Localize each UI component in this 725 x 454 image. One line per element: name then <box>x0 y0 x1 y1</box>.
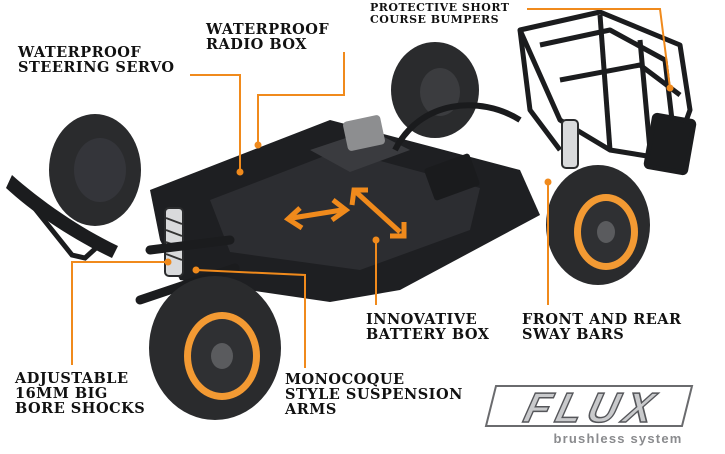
callout-line: BATTERY BOX <box>366 326 490 344</box>
callout-line: WATERPROOF <box>206 21 330 38</box>
front-bumper <box>6 175 118 261</box>
logo-brand: FLUX <box>519 385 664 432</box>
front-right-wheel <box>149 276 281 420</box>
callout-line: MONOCOQUE <box>285 371 405 388</box>
callout-line: ARMS <box>285 401 337 419</box>
callout-steering-servo: WATERPROOF STEERING SERVO <box>18 44 175 77</box>
callout-bumpers: PROTECTIVE SHORT COURSE BUMPERS <box>370 1 510 27</box>
callout-line: STYLE SUSPENSION <box>285 386 463 404</box>
flux-logo: FLUX brushless system <box>484 384 694 446</box>
callout-line: BORE SHOCKS <box>15 400 146 418</box>
logo-tagline: brushless system <box>553 431 682 446</box>
leader-dots <box>164 84 674 274</box>
callout-line: FRONT AND REAR <box>522 311 682 328</box>
callout-line: SWAY BARS <box>522 326 625 344</box>
callout-line: PROTECTIVE SHORT <box>370 1 510 14</box>
rear-left-wheel <box>391 42 479 138</box>
callout-line: WATERPROOF <box>18 44 142 61</box>
callout-suspension-arms: MONOCOQUE STYLE SUSPENSION ARMS <box>285 372 463 418</box>
callout-sway-bars: FRONT AND REAR SWAY BARS <box>522 311 682 344</box>
rear-shock <box>561 119 579 169</box>
callout-line: INNOVATIVE <box>366 311 478 328</box>
callout-battery-box: INNOVATIVE BATTERY BOX <box>366 311 490 344</box>
rear-right-wheel <box>546 165 650 285</box>
rear-bumper-cage <box>517 9 697 176</box>
front-left-wheel <box>49 114 141 226</box>
battery-arrows-icon <box>283 187 407 239</box>
leader-lines <box>71 8 671 368</box>
callout-line: 16MM BIG <box>15 385 108 403</box>
callout-shocks: ADJUSTABLE 16MM BIG BORE SHOCKS <box>15 371 145 417</box>
callout-line: ADJUSTABLE <box>15 370 129 387</box>
callout-radio-box: WATERPROOF RADIO BOX <box>206 21 330 54</box>
callout-line: STEERING SERVO <box>18 59 175 77</box>
callout-line: COURSE BUMPERS <box>370 13 500 27</box>
callout-line: RADIO BOX <box>206 36 307 54</box>
